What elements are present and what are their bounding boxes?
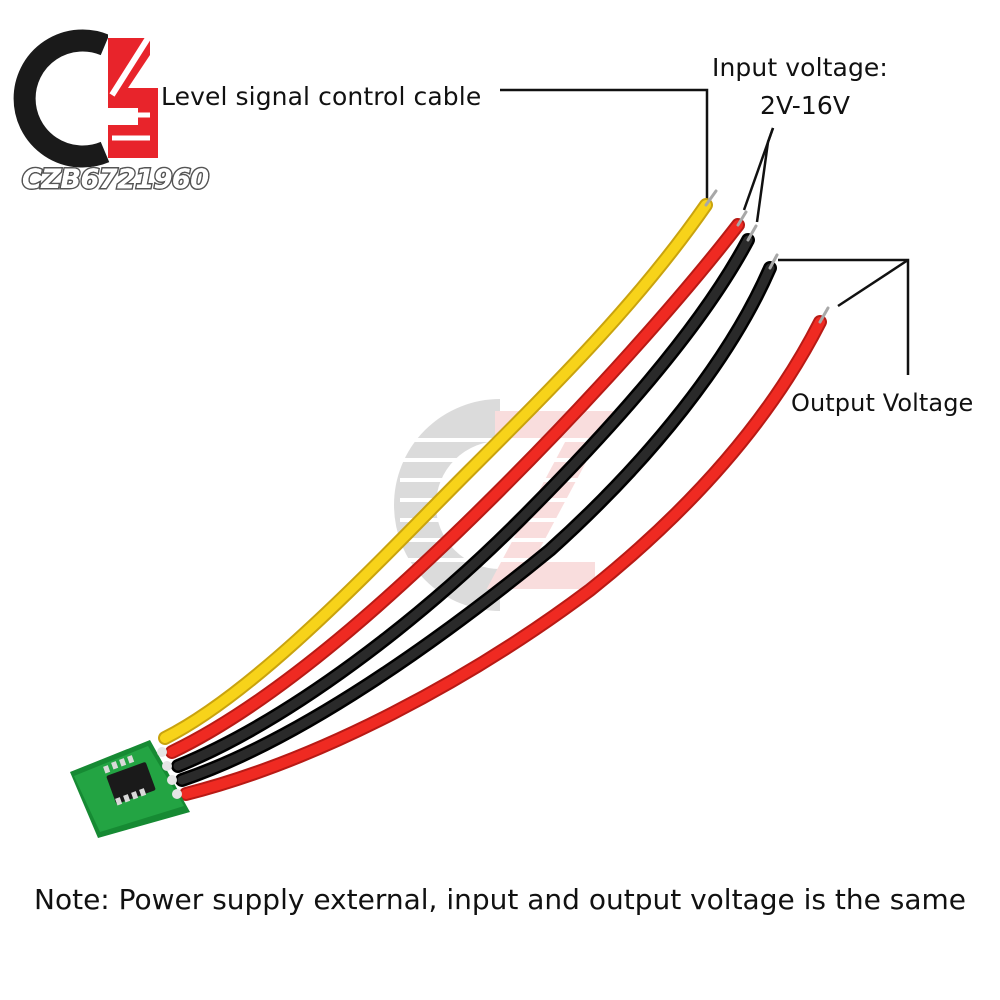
brand-logo <box>13 29 158 168</box>
wires <box>158 189 830 801</box>
brand-logo-text-fill: CZB6721960 <box>22 164 209 195</box>
label-output-voltage: Output Voltage <box>791 389 974 417</box>
label-level-signal: Level signal control cable <box>161 82 482 111</box>
label-input-range: 2V-16V <box>760 91 851 120</box>
brand-logo-text: CZB6721960 <box>20 163 210 197</box>
pcb-module <box>70 740 190 838</box>
leader-lines <box>500 88 910 375</box>
label-input-voltage: Input voltage: <box>712 53 888 82</box>
note-text: Note: Power supply external, input and o… <box>34 883 966 916</box>
